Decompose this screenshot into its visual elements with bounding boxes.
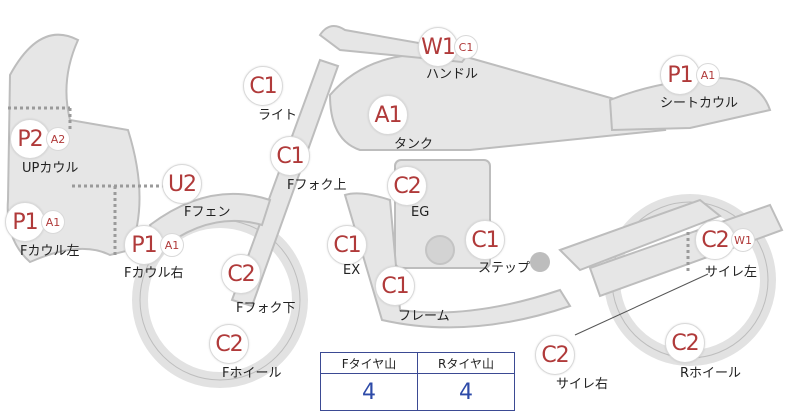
seat-cowl-label: シートカウル (660, 96, 739, 111)
r-wheel-label: Rホイール (680, 366, 742, 381)
handle-badge[interactable]: W1 C1 (418, 27, 478, 67)
tire-tread-table: Fタイヤ山 Rタイヤ山 4 4 (320, 352, 515, 411)
f-fender-label: Fフェン (184, 205, 231, 220)
ex-label: EX (343, 263, 361, 278)
muffler-left-label: サイレ左 (705, 265, 758, 280)
front-tire-value: 4 (320, 373, 418, 411)
f-cowl-left-label: Fカウル左 (20, 244, 80, 259)
f-fork-upper-code: C1 (270, 136, 310, 176)
f-cowl-right-label: Fカウル右 (124, 266, 184, 281)
f-fork-upper-badge[interactable]: C1 (270, 136, 310, 176)
eg-label: EG (411, 205, 430, 220)
r-wheel-code: C2 (665, 323, 705, 363)
ex-code: C1 (327, 225, 367, 265)
f-fender-badge[interactable]: U2 (162, 164, 202, 204)
up-cowl-badge[interactable]: P2 A2 (10, 119, 70, 159)
front-tire-header: Fタイヤ山 (320, 352, 418, 374)
f-cowl-right-badge[interactable]: P1 A1 (124, 225, 184, 265)
f-cowl-left-code: P1 (5, 202, 45, 242)
seat-cowl-badge[interactable]: P1 A1 (660, 55, 720, 95)
frame-code: C1 (375, 266, 415, 306)
f-cowl-left-subcode: A1 (41, 210, 65, 234)
muffler-right-badge[interactable]: C2 (535, 335, 575, 375)
f-cowl-right-code: P1 (124, 225, 164, 265)
f-fender-code: U2 (162, 164, 202, 204)
up-cowl-subcode: A2 (46, 127, 70, 151)
f-fork-lower-label: Fフォク下 (236, 301, 296, 316)
light-label: ライト (258, 108, 298, 123)
eg-badge[interactable]: C2 (387, 166, 427, 206)
muffler-right-label: サイレ右 (556, 377, 609, 392)
step-label: ステップ (478, 261, 531, 276)
tank-code: A1 (368, 95, 408, 135)
tank-label: タンク (394, 137, 434, 152)
seat-cowl-subcode: A1 (696, 63, 720, 87)
step-badge[interactable]: C1 (465, 220, 505, 260)
handle-subcode: C1 (454, 35, 478, 59)
f-fork-lower-code: C2 (221, 254, 261, 294)
ex-badge[interactable]: C1 (327, 225, 367, 265)
light-code: C1 (243, 66, 283, 106)
r-wheel-badge[interactable]: C2 (665, 323, 705, 363)
step-code: C1 (465, 220, 505, 260)
f-wheel-badge[interactable]: C2 (209, 324, 249, 364)
handle-code: W1 (418, 27, 458, 67)
tank-badge[interactable]: A1 (368, 95, 408, 135)
muffler-left-code: C2 (695, 220, 735, 260)
handle-label: ハンドル (426, 67, 479, 82)
f-wheel-code: C2 (209, 324, 249, 364)
muffler-right-code: C2 (535, 335, 575, 375)
seat-cowl-code: P1 (660, 55, 700, 95)
frame-badge[interactable]: C1 (375, 266, 415, 306)
f-wheel-label: Fホイール (222, 366, 282, 381)
rear-tire-header: Rタイヤ山 (417, 352, 515, 374)
f-fork-lower-badge[interactable]: C2 (221, 254, 261, 294)
eg-code: C2 (387, 166, 427, 206)
f-fork-upper-label: Fフォク上 (287, 178, 347, 193)
muffler-left-badge[interactable]: C2 W1 (695, 220, 755, 260)
light-badge[interactable]: C1 (243, 66, 283, 106)
frame-label: フレーム (398, 309, 450, 324)
rear-tire-value: 4 (417, 373, 515, 411)
f-cowl-left-badge[interactable]: P1 A1 (5, 202, 65, 242)
up-cowl-code: P2 (10, 119, 50, 159)
up-cowl-label: UPカウル (22, 161, 79, 176)
muffler-left-subcode: W1 (731, 228, 755, 252)
f-cowl-right-subcode: A1 (160, 233, 184, 257)
